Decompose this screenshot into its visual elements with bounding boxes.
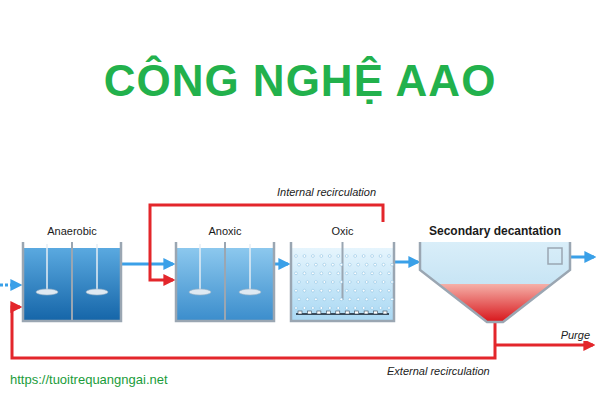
tank-node: Secondary decantation — [420, 222, 570, 322]
tank-body — [176, 242, 274, 321]
tank-drawing — [175, 242, 275, 322]
edge-label: External recirculation — [385, 365, 492, 377]
flow-line — [275, 263, 288, 266]
inflow-line — [0, 284, 20, 287]
flow-line — [395, 261, 418, 264]
tank-body — [420, 242, 570, 322]
purge-line — [495, 344, 593, 347]
title: CÔNG NGHỆ AAO — [0, 56, 600, 106]
tank-node: Anoxic — [175, 222, 275, 322]
tank-label: Oxic — [290, 222, 395, 240]
tank-drawing — [22, 242, 122, 322]
tank-drawing — [290, 242, 395, 322]
purge-label: Purge — [559, 329, 592, 341]
tank-body — [23, 242, 121, 321]
flow-line — [122, 263, 173, 266]
edge-label: Internal recirculation — [275, 186, 378, 198]
connectors — [12, 205, 495, 358]
tank-label: Secondary decantation — [420, 222, 570, 240]
tank-node: Anaerobic — [22, 222, 122, 322]
tank-label: Anaerobic — [22, 222, 122, 240]
tank-label: Anoxic — [175, 222, 275, 240]
tank-body — [291, 242, 394, 321]
watermark: https://tuoitrequangngai.net — [8, 372, 170, 387]
tank-node: Oxic — [290, 222, 395, 322]
tank-drawing — [420, 242, 570, 322]
